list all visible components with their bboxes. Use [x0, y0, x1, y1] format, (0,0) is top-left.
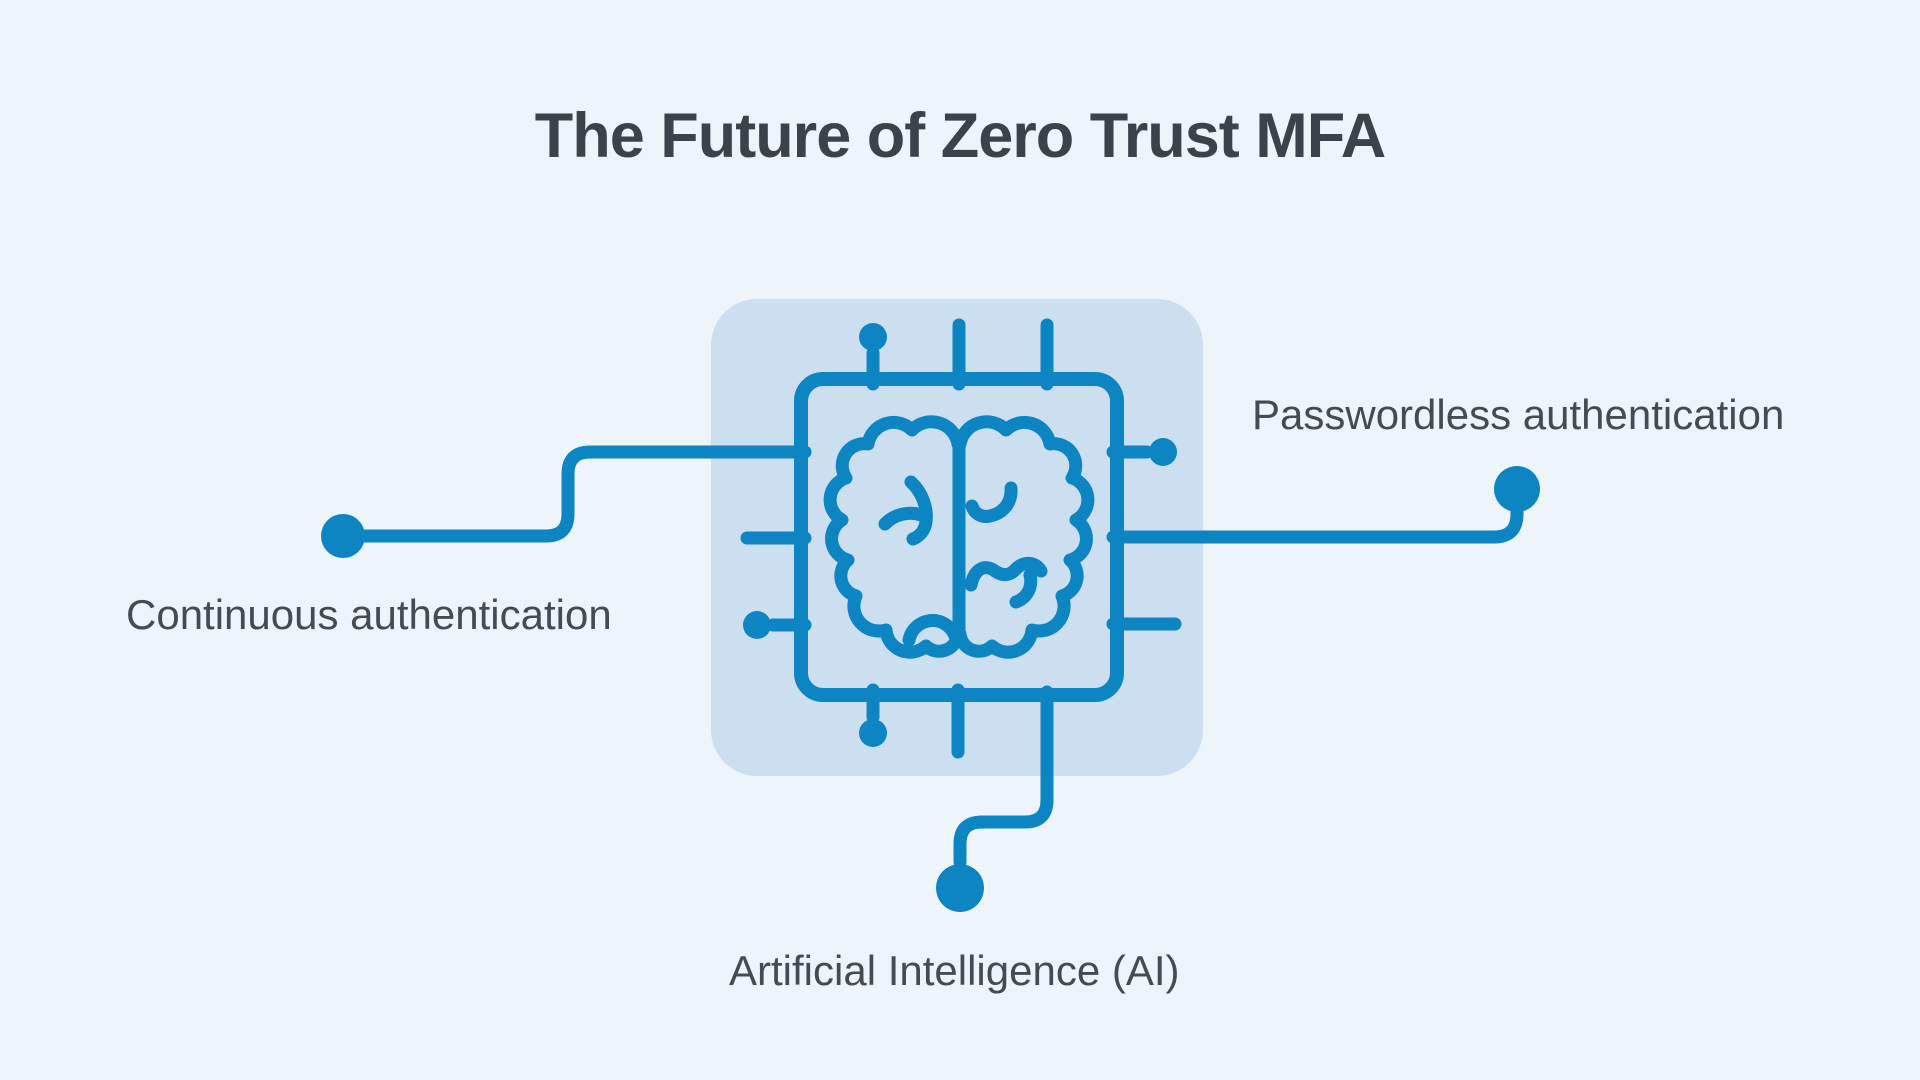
pin-dot-top: [859, 323, 887, 351]
connector-line-right: [1106, 501, 1524, 544]
brain-fold-right-wave: [964, 556, 1048, 592]
chip-outline: [794, 372, 1124, 702]
brain-fold-right-top: [965, 481, 1018, 523]
brain-icon: [823, 415, 1095, 659]
brain-fold-right-tail: [1009, 568, 1038, 609]
brain-fold-left-a: [904, 475, 933, 546]
pin-dot-bottom: [859, 719, 887, 747]
pin-dot-right: [1149, 438, 1177, 466]
node-label-right: Passwordless authentication: [1252, 391, 1785, 438]
node-label-left: Continuous authentication: [126, 591, 612, 638]
brain-left-hemisphere: [823, 415, 965, 659]
pin-dot-left: [743, 611, 771, 639]
node-dot-left: [321, 514, 365, 558]
connector-line-left: [336, 445, 812, 543]
node-label-bottom: Artificial Intelligence (AI): [729, 947, 1180, 994]
node-dot-bottom: [936, 864, 984, 912]
connector-line-bottom: [953, 685, 1054, 869]
diagram-title: The Future of Zero Trust MFA: [534, 101, 1387, 171]
brain-fold-left-b: [878, 506, 928, 531]
brain-bottom-lobe: [902, 614, 962, 647]
brain-right-hemisphere: [953, 415, 1095, 659]
node-dot-right: [1494, 466, 1540, 512]
